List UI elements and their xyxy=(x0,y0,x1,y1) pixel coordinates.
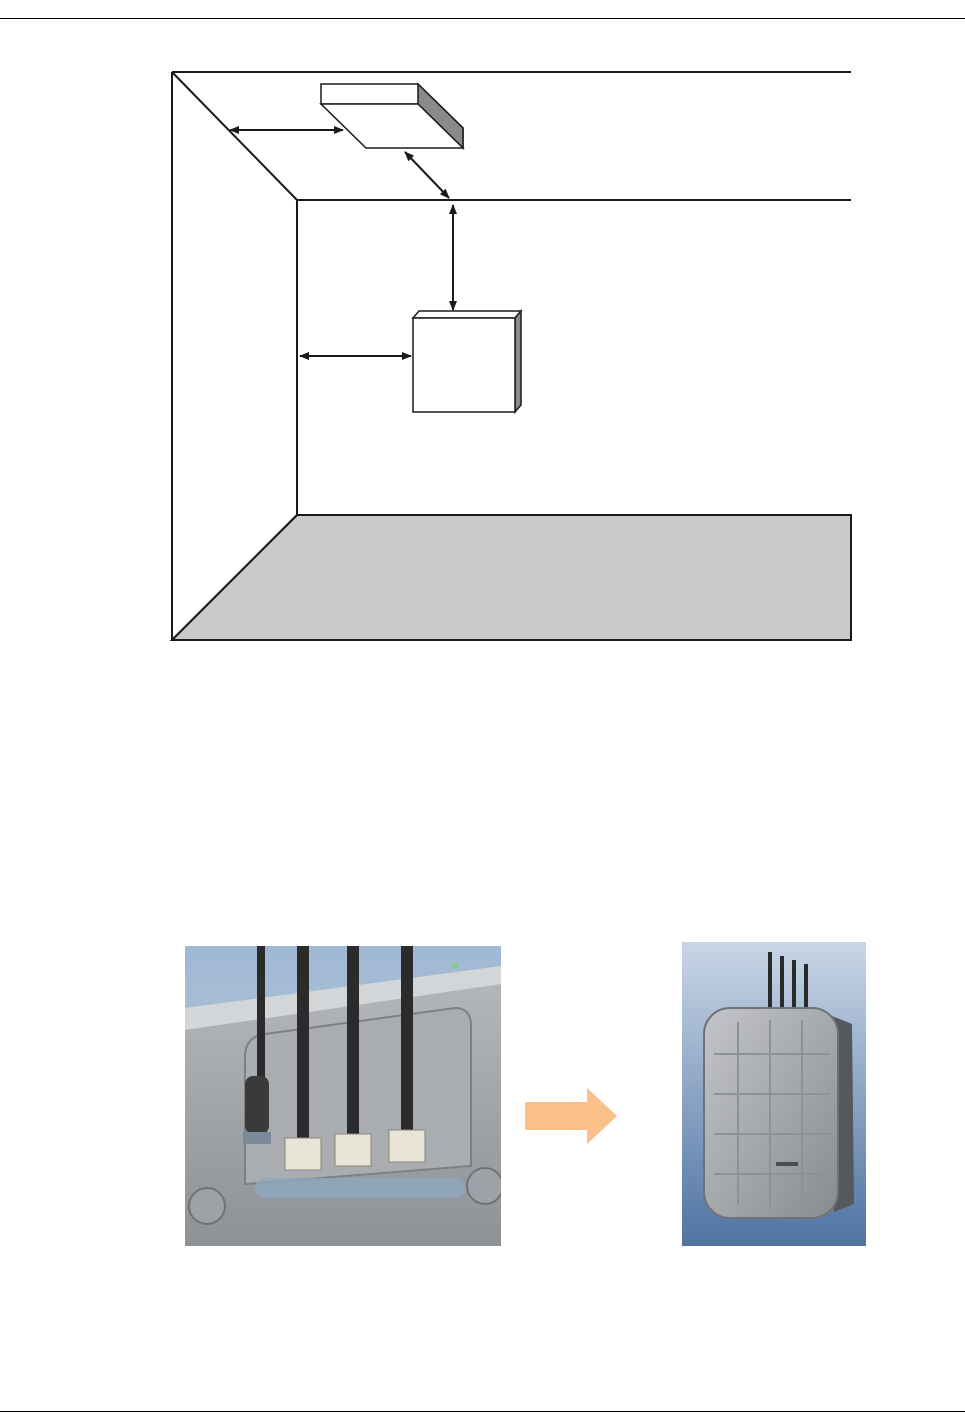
corner-diagonal-top xyxy=(172,72,297,200)
clearance-arrow-ceiling-corner xyxy=(405,152,449,198)
right-arrow-icon xyxy=(525,1088,617,1144)
room-installation-diagram xyxy=(0,0,965,660)
ceiling-device xyxy=(321,84,463,148)
antenna-connection-photo xyxy=(185,946,501,1246)
footer-rule xyxy=(0,1411,965,1412)
room-floor xyxy=(172,515,851,640)
installed-access-point-photo xyxy=(682,942,866,1246)
wall-device xyxy=(413,311,521,412)
